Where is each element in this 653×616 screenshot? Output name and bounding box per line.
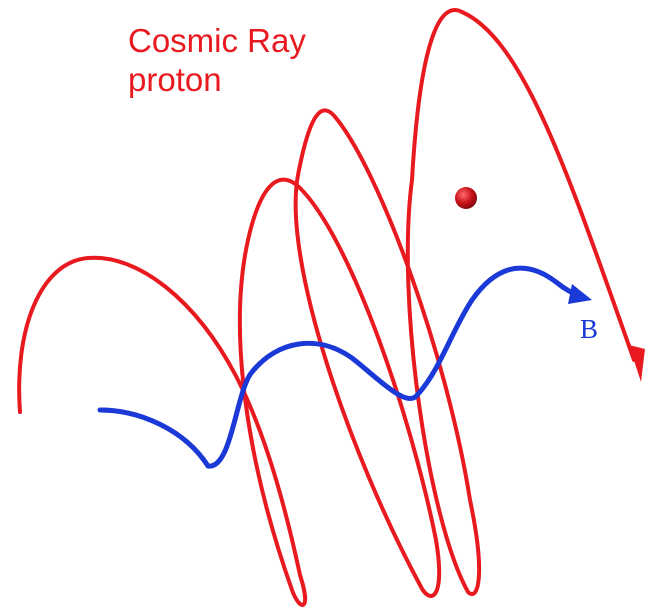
title-proton: proton <box>128 61 222 99</box>
proton-trajectory <box>19 10 634 605</box>
title-cosmic-ray: Cosmic Ray <box>128 22 306 60</box>
magnetic-field-label: B <box>580 314 598 344</box>
proton-particle-icon <box>455 187 477 209</box>
field-arrowhead-icon <box>568 284 592 304</box>
magnetic-field-line <box>100 268 580 466</box>
proton-arrowhead-icon <box>629 345 645 382</box>
